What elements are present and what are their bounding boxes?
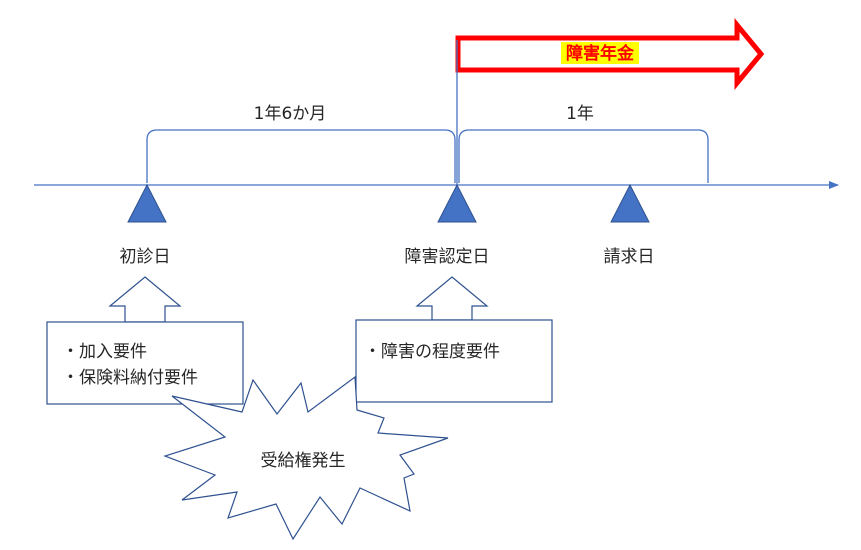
requirement-left-item: ・加入要件 (62, 342, 147, 362)
span-brace-second (458, 129, 709, 183)
pension-banner-highlight (561, 42, 639, 64)
span-brace-first (146, 129, 456, 183)
milestone-marker-first-visit (127, 183, 167, 223)
pension-banner: 障害年金 (455, 18, 765, 90)
up-arrow-first-visit (108, 276, 182, 323)
pension-banner-label: 障害年金 (566, 43, 635, 64)
milestone-label-certification: 障害認定日 (405, 247, 490, 267)
milestone-marker-claim (610, 183, 650, 223)
requirement-box-left (46, 321, 244, 405)
entitlement-starburst (163, 375, 449, 541)
requirement-left-item: ・保険料納付要件 (62, 368, 198, 388)
milestone-label-claim: 請求日 (604, 247, 655, 267)
requirement-right-item: ・障害の程度要件 (364, 342, 500, 362)
milestone-marker-certification (437, 183, 477, 223)
up-arrow-certification (415, 276, 489, 321)
milestone-label-first-visit: 初診日 (120, 247, 171, 267)
span-label-second: 1年 (566, 104, 594, 124)
entitlement-label: 受給権発生 (261, 451, 346, 471)
span-label-first: 1年6か月 (254, 104, 327, 124)
requirement-box-right (355, 319, 553, 403)
